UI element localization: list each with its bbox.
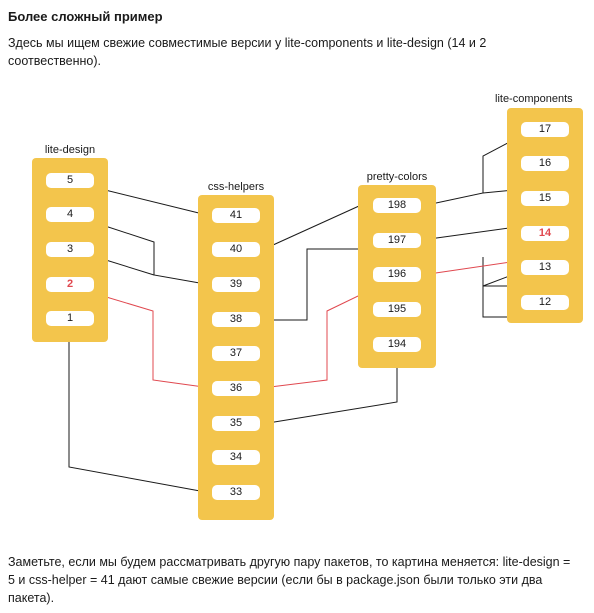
link-ld5-css41: [92, 186, 212, 218]
version-item: 1: [46, 311, 94, 326]
link-pc196-css36-highlight: [261, 283, 384, 391]
version-item: 37: [212, 346, 260, 361]
link-pc198-css40: [261, 205, 360, 251]
version-item: 36: [212, 381, 260, 396]
version-item-highlighted: 2: [46, 277, 94, 292]
lite-design-column: 5 4 3 2 1: [32, 158, 108, 342]
pretty-colors-title: pretty-colors: [366, 171, 428, 183]
version-item: 17: [521, 122, 569, 137]
version-item: 15: [521, 191, 569, 206]
lite-components-column: 17 16 15 14 13 12: [507, 108, 583, 323]
pretty-colors-column: 198 197 196 195 194: [358, 185, 436, 368]
version-item: 34: [212, 450, 260, 465]
version-item: 198: [373, 198, 421, 213]
version-item: 194: [373, 337, 421, 352]
link-ld1-css33: [68, 326, 212, 495]
version-item: 16: [521, 156, 569, 171]
section-heading: Более сложный пример: [8, 9, 163, 24]
lite-design-title: lite-design: [44, 144, 96, 156]
link-pc197-css38: [262, 248, 383, 323]
version-item: 197: [373, 233, 421, 248]
version-item: 40: [212, 242, 260, 257]
css-helpers-title: css-helpers: [207, 181, 265, 193]
version-item: 38: [212, 312, 260, 327]
link-lc12-stem: [482, 257, 512, 318]
link-lc17-pc198: [421, 135, 522, 208]
outro-paragraph: Заметьте, если мы будем рассматривать др…: [8, 555, 571, 605]
lite-components-title: lite-components: [495, 93, 573, 105]
css-helpers-column: 41 40 39 38 37 36 35 34 33: [198, 195, 274, 520]
link-ld2-css36-highlight: [92, 292, 212, 391]
version-item: 196: [373, 267, 421, 282]
version-item: 195: [373, 302, 421, 317]
version-item: 5: [46, 173, 94, 188]
version-item: 12: [521, 295, 569, 310]
link-ld4-css39: [92, 221, 212, 287]
version-item: 39: [212, 277, 260, 292]
version-item: 35: [212, 416, 260, 431]
version-item: 4: [46, 207, 94, 222]
intro-paragraph: Здесь мы ищем свежие совместимые версии …: [8, 36, 487, 68]
version-item-highlighted: 14: [521, 226, 569, 241]
version-item: 33: [212, 485, 260, 500]
version-item: 3: [46, 242, 94, 257]
version-item: 41: [212, 208, 260, 223]
version-item: 13: [521, 260, 569, 275]
